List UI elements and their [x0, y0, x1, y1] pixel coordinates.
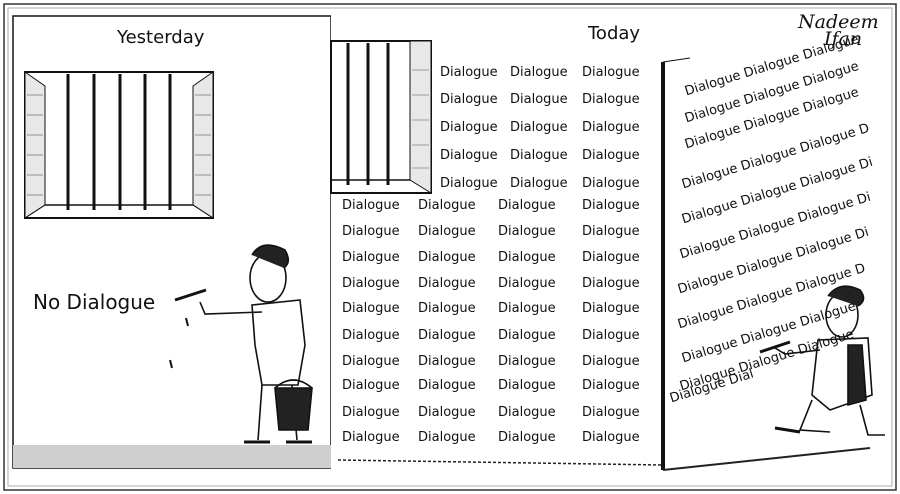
front-wall-word: Dialogue	[418, 430, 476, 445]
front-wall-word: Dialogue	[418, 378, 476, 393]
front-wall-word: Dialogue	[582, 328, 640, 343]
front-wall-word: Dialogue	[342, 198, 400, 213]
caption-today: Today	[588, 23, 641, 44]
chalk	[759, 340, 791, 354]
front-wall-word: Dialogue	[582, 378, 640, 393]
slipper	[774, 426, 801, 434]
front-wall-word: Dialogue	[582, 430, 640, 445]
front-wall-word: Dialogue	[342, 301, 400, 316]
artist-signature: Nadeem Ifan	[798, 11, 879, 50]
front-wall-word: Dialogue	[440, 120, 498, 135]
front-wall-word: Dialogue	[418, 301, 476, 316]
signature-last-name: Ifan	[824, 28, 863, 50]
front-wall-word: Dialogue	[418, 250, 476, 265]
outer-frame	[3, 3, 897, 491]
front-wall-word: Dialogue	[582, 148, 640, 163]
right-window-bars	[346, 43, 390, 185]
front-wall-word: Dialogue	[498, 198, 556, 213]
front-wall-word: Dialogue	[582, 198, 640, 213]
front-wall-word: Dialogue	[498, 224, 556, 239]
paint-brush	[174, 288, 207, 302]
front-wall-word: Dialogue	[510, 65, 568, 80]
left-panel	[12, 15, 332, 469]
front-wall-word: Dialogue	[418, 328, 476, 343]
front-wall-word: Dialogue	[498, 430, 556, 445]
paint-bucket	[274, 387, 313, 431]
front-wall-word: Dialogue	[510, 120, 568, 135]
left-window-right-wall	[192, 71, 214, 219]
graffiti-no-dialogue: No Dialogue	[33, 290, 156, 314]
front-wall-word: Dialogue	[582, 405, 640, 420]
front-wall-word: Dialogue	[498, 354, 556, 369]
front-wall-word: Dialogue	[418, 405, 476, 420]
front-wall-word: Dialogue	[342, 405, 400, 420]
signature-first-name: Nadeem	[798, 11, 879, 33]
inner-frame	[7, 7, 893, 487]
man-left-body	[251, 299, 306, 386]
front-wall-word: Dialogue	[582, 250, 640, 265]
front-wall-word: Dialogue	[342, 224, 400, 239]
front-wall-word: Dialogue	[498, 405, 556, 420]
front-wall-word: Dialogue	[498, 328, 556, 343]
front-wall-word: Dialogue	[440, 65, 498, 80]
front-wall-word: Dialogue	[498, 301, 556, 316]
front-wall-word: Dialogue	[342, 378, 400, 393]
front-wall-word: Dialogue	[342, 276, 400, 291]
front-wall-word: Dialogue	[342, 430, 400, 445]
front-wall-word: Dialogue	[510, 176, 568, 191]
front-wall-word: Dialogue	[418, 354, 476, 369]
front-wall-word: Dialogue	[418, 276, 476, 291]
right-panel	[330, 10, 890, 473]
front-wall-word: Dialogue	[510, 92, 568, 107]
front-wall-word: Dialogue	[582, 224, 640, 239]
front-wall-word: Dialogue	[498, 276, 556, 291]
front-wall-word: Dialogue	[582, 276, 640, 291]
front-wall-word: Dialogue	[582, 65, 640, 80]
front-wall-word: Dialogue	[440, 92, 498, 107]
front-wall-word: Dialogue	[582, 301, 640, 316]
front-wall-word: Dialogue	[582, 120, 640, 135]
left-floor	[13, 445, 331, 468]
front-wall-word: Dialogue	[342, 354, 400, 369]
front-wall-word: Dialogue	[418, 198, 476, 213]
front-wall-word: Dialogue	[498, 378, 556, 393]
left-window-bars	[66, 74, 172, 210]
front-wall-word: Dialogue	[440, 176, 498, 191]
front-wall-word: Dialogue	[582, 354, 640, 369]
front-wall-word: Dialogue	[582, 176, 640, 191]
front-wall-word: Dialogue	[342, 328, 400, 343]
front-wall-word: Dialogue	[342, 250, 400, 265]
left-window-left-wall	[24, 71, 46, 219]
man-left-arm	[199, 301, 263, 315]
caption-yesterday: Yesterday	[117, 27, 205, 48]
front-wall-word: Dialogue	[418, 224, 476, 239]
front-wall-word: Dialogue	[510, 148, 568, 163]
front-wall-word: Dialogue	[498, 250, 556, 265]
man-right	[759, 285, 885, 436]
man-left	[169, 244, 313, 444]
front-wall-word: Dialogue	[440, 148, 498, 163]
front-wall-word: Dialogue	[582, 92, 640, 107]
man-right-arm	[774, 347, 821, 355]
